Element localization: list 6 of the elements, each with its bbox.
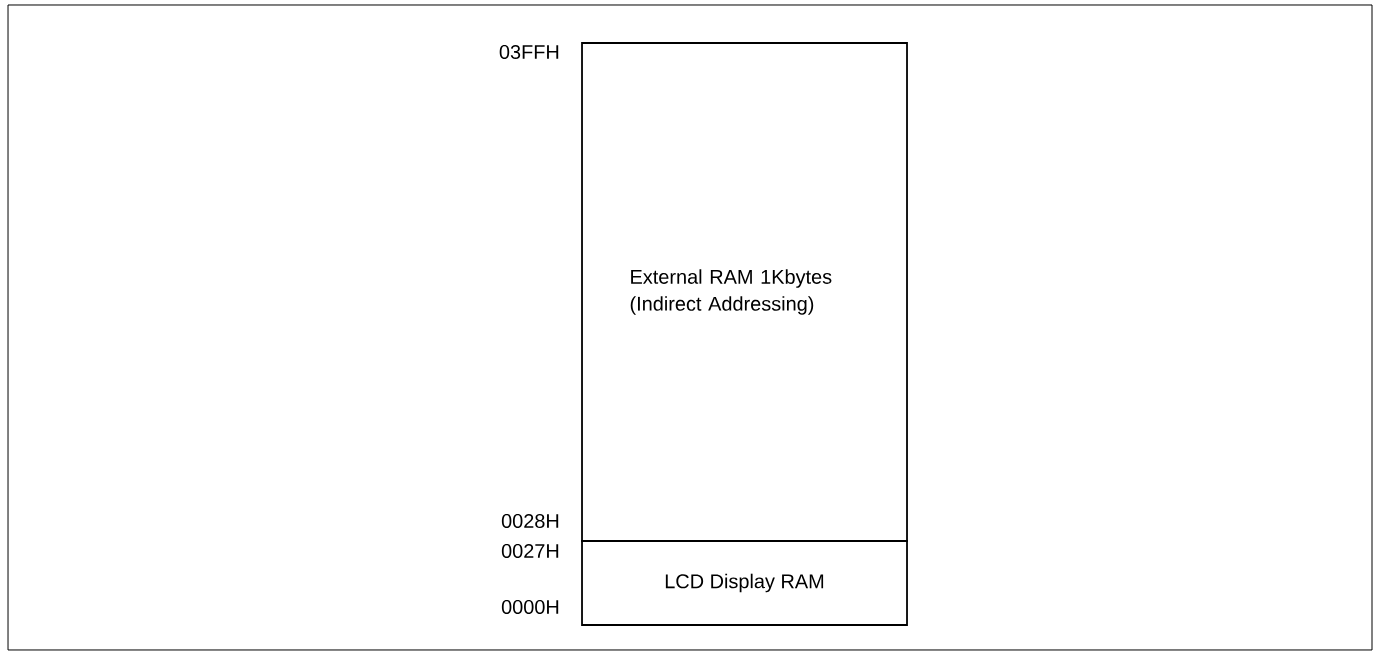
- memory-region-box: LCD Display RAM: [581, 540, 908, 626]
- address-label: 03FFH: [499, 44, 559, 60]
- memory-region-box: External RAM 1Kbytes (Indirect Addressing): [581, 42, 908, 542]
- address-label: 0000H: [501, 599, 559, 615]
- address-label: 0027H: [501, 543, 559, 559]
- address-label: 0028H: [501, 513, 559, 529]
